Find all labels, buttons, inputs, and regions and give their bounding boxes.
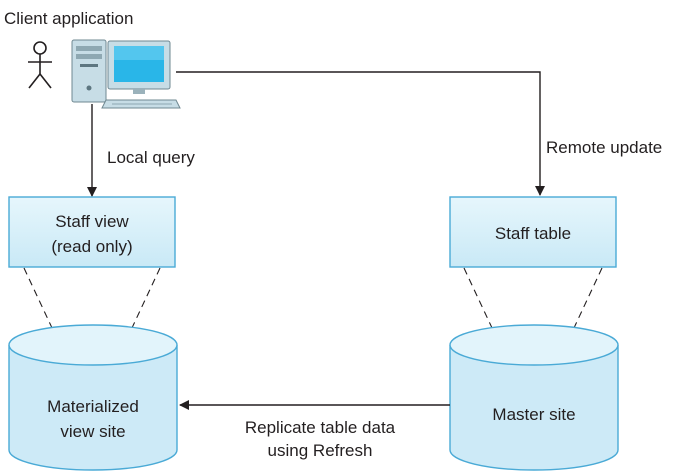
replicate-label-line1: Replicate table data <box>245 418 396 437</box>
staff-table-dashed-links <box>463 267 603 346</box>
staff-view-subtitle: (read only) <box>51 237 132 256</box>
materialized-view-site-line1: Materialized <box>47 397 139 416</box>
replicate-label-line2: using Refresh <box>268 441 373 460</box>
remote-update-label: Remote update <box>546 138 662 157</box>
staff-view-box <box>8 196 176 268</box>
staff-view-title: Staff view <box>55 212 129 231</box>
master-site-cylinder <box>449 324 619 471</box>
materialized-view-site-cylinder <box>8 324 178 471</box>
materialized-view-site-line2: view site <box>60 422 125 441</box>
desktop-computer-icon <box>71 39 181 109</box>
master-site-label: Master site <box>492 405 575 424</box>
staff-table-box <box>449 196 617 268</box>
remote-update-arrow <box>176 71 545 196</box>
local-query-label: Local query <box>107 148 195 167</box>
stick-figure-user-icon <box>28 41 52 89</box>
staff-table-label: Staff table <box>495 224 571 243</box>
staff-view-dashed-links <box>23 267 161 346</box>
client-application-label: Client application <box>4 9 133 28</box>
